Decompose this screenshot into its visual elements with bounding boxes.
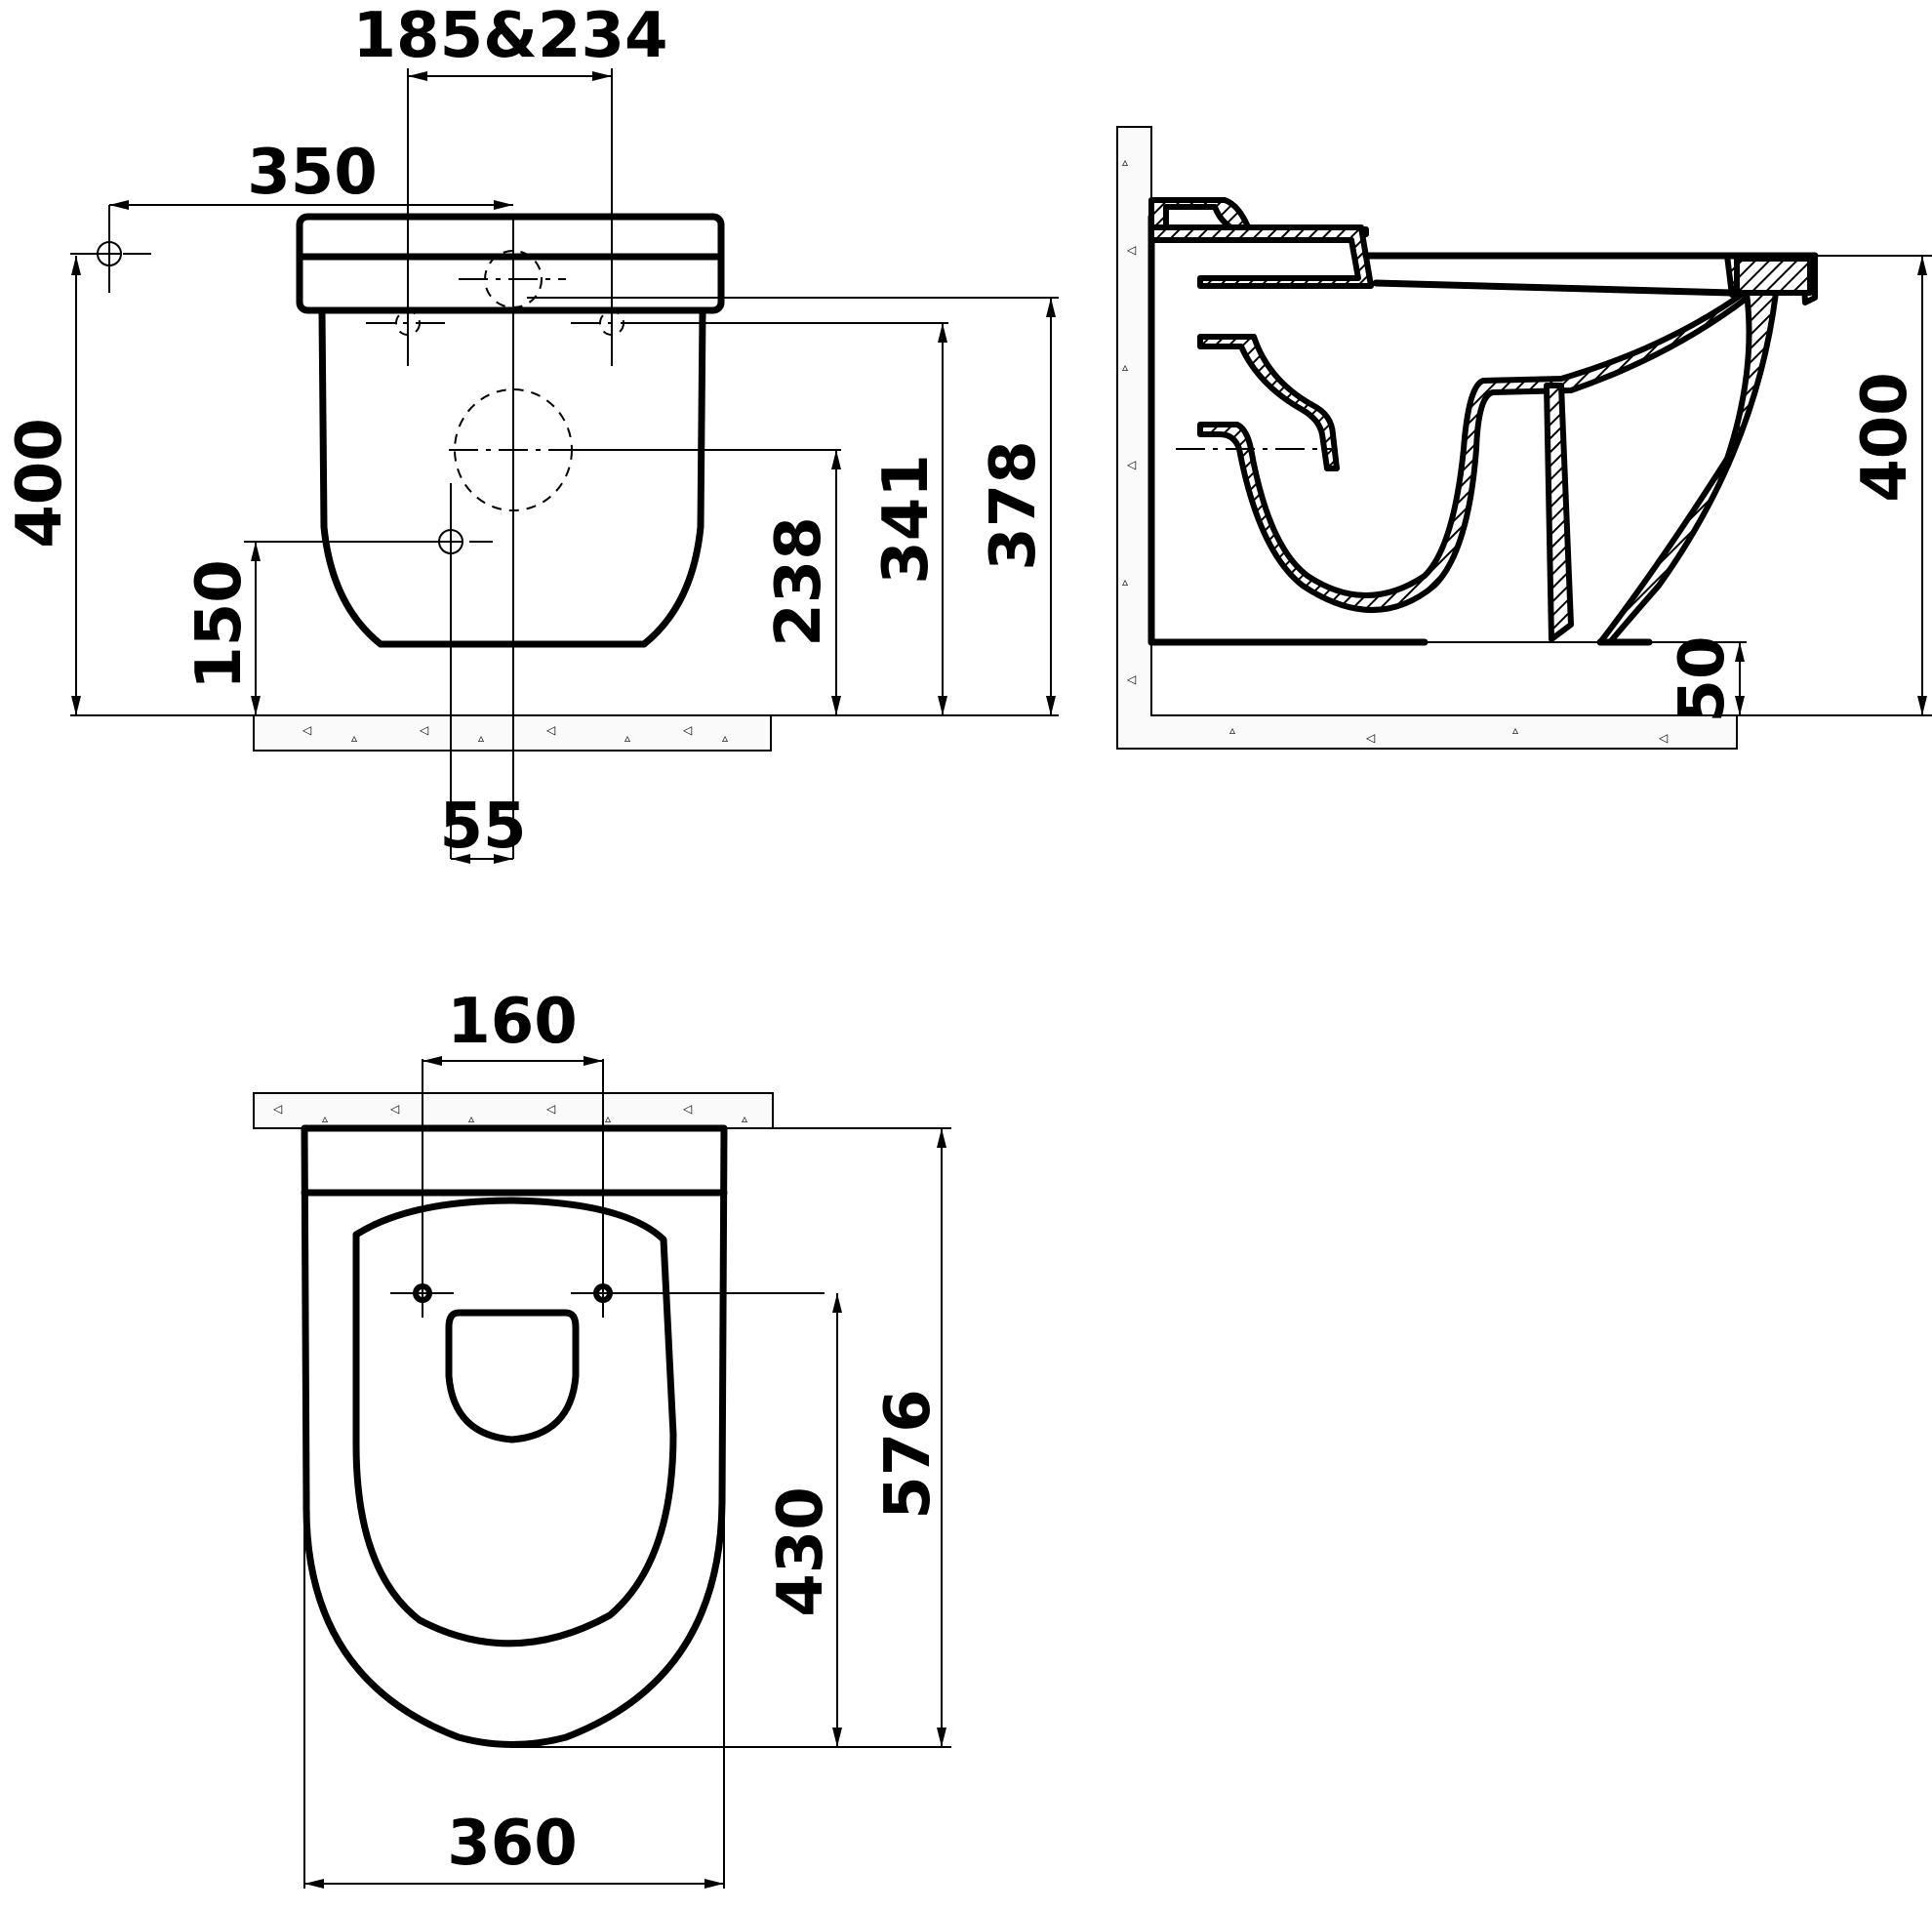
svg-text:▵: ▵: [722, 731, 728, 745]
svg-text:◁: ◁: [302, 723, 311, 737]
side-view: ▵ ◁ ▵ ◁ ▵ ◁ ▵ ◁ ▵ ◁: [1116, 126, 1932, 750]
extension-lines: [70, 253, 1059, 716]
svg-text:▵: ▵: [742, 1112, 747, 1125]
dim-inlet-spacing: 185&234: [353, 0, 668, 72]
toilet-top-outline: [301, 1124, 728, 1748]
dim-inlet-offset: 55: [439, 791, 526, 863]
dim-overall-depth: 576: [872, 1389, 945, 1520]
concrete-speckle-side: ▵ ◁ ▵ ◁ ▵ ◁ ▵ ◁ ▵ ◁: [1122, 155, 1668, 745]
front-view: ◁ ▵ ◁ ▵ ◁ ▵ ◁ ▵: [4, 0, 1059, 864]
svg-text:▵: ▵: [624, 731, 630, 745]
dim-waste-offset: 350: [247, 137, 378, 209]
svg-text:◁: ◁: [1126, 458, 1136, 471]
svg-text:▵: ▵: [1122, 155, 1128, 169]
seat-lid-outline: [352, 1197, 677, 1647]
dim-waste-center-height: 238: [763, 516, 835, 647]
svg-text:▵: ▵: [351, 731, 357, 745]
concrete-speckle-top: ◁ ▵ ◁ ▵ ◁ ▵ ◁ ▵: [272, 1102, 747, 1125]
svg-text:▵: ▵: [478, 731, 484, 745]
dimension-lines: [71, 71, 1056, 864]
toilet-front-outline: [296, 213, 725, 648]
svg-text:▵: ▵: [1229, 723, 1235, 737]
svg-text:▵: ▵: [322, 1112, 328, 1125]
dim-floor-clearance: 50: [1667, 635, 1739, 722]
svg-text:◁: ◁: [682, 1102, 692, 1116]
svg-text:◁: ◁: [545, 1102, 555, 1116]
svg-text:◁: ◁: [1365, 731, 1375, 745]
svg-text:◁: ◁: [389, 1102, 399, 1116]
svg-text:◁: ◁: [1126, 243, 1136, 257]
svg-text:◁: ◁: [545, 723, 555, 737]
wall-and-floor: [1116, 126, 1738, 750]
svg-text:◁: ◁: [682, 723, 692, 737]
svg-text:▵: ▵: [1122, 575, 1128, 589]
top-view: ◁ ▵ ◁ ▵ ◁ ▵ ◁ ▵ 160 430 576 360: [253, 986, 951, 1889]
toilet-section-hatched: [1148, 197, 1818, 645]
dim-fixing-height: 341: [870, 454, 943, 585]
svg-text:▵: ▵: [1512, 723, 1518, 737]
svg-text:◁: ◁: [1126, 672, 1136, 686]
svg-text:◁: ◁: [272, 1102, 282, 1116]
dim-fixing-spacing: 160: [447, 986, 578, 1058]
dim-top-height: 378: [978, 440, 1050, 571]
dim-overall-width: 360: [447, 1808, 578, 1880]
dim-fixing-to-front: 430: [765, 1486, 837, 1617]
dim-side-overall-height: 400: [1849, 372, 1921, 503]
svg-text:◁: ◁: [419, 723, 428, 737]
dim-water-inlet-height: 150: [183, 559, 256, 690]
svg-text:◁: ◁: [1658, 731, 1668, 745]
wall-slab-top: [253, 1092, 774, 1129]
seat-handle-recess: [445, 1309, 580, 1443]
concrete-speckle: ◁ ▵ ◁ ▵ ◁ ▵ ◁ ▵: [302, 723, 728, 745]
dim-overall-height: 400: [4, 418, 76, 549]
svg-text:▵: ▵: [605, 1112, 611, 1125]
svg-text:▵: ▵: [468, 1112, 474, 1125]
svg-text:▵: ▵: [1122, 360, 1128, 374]
